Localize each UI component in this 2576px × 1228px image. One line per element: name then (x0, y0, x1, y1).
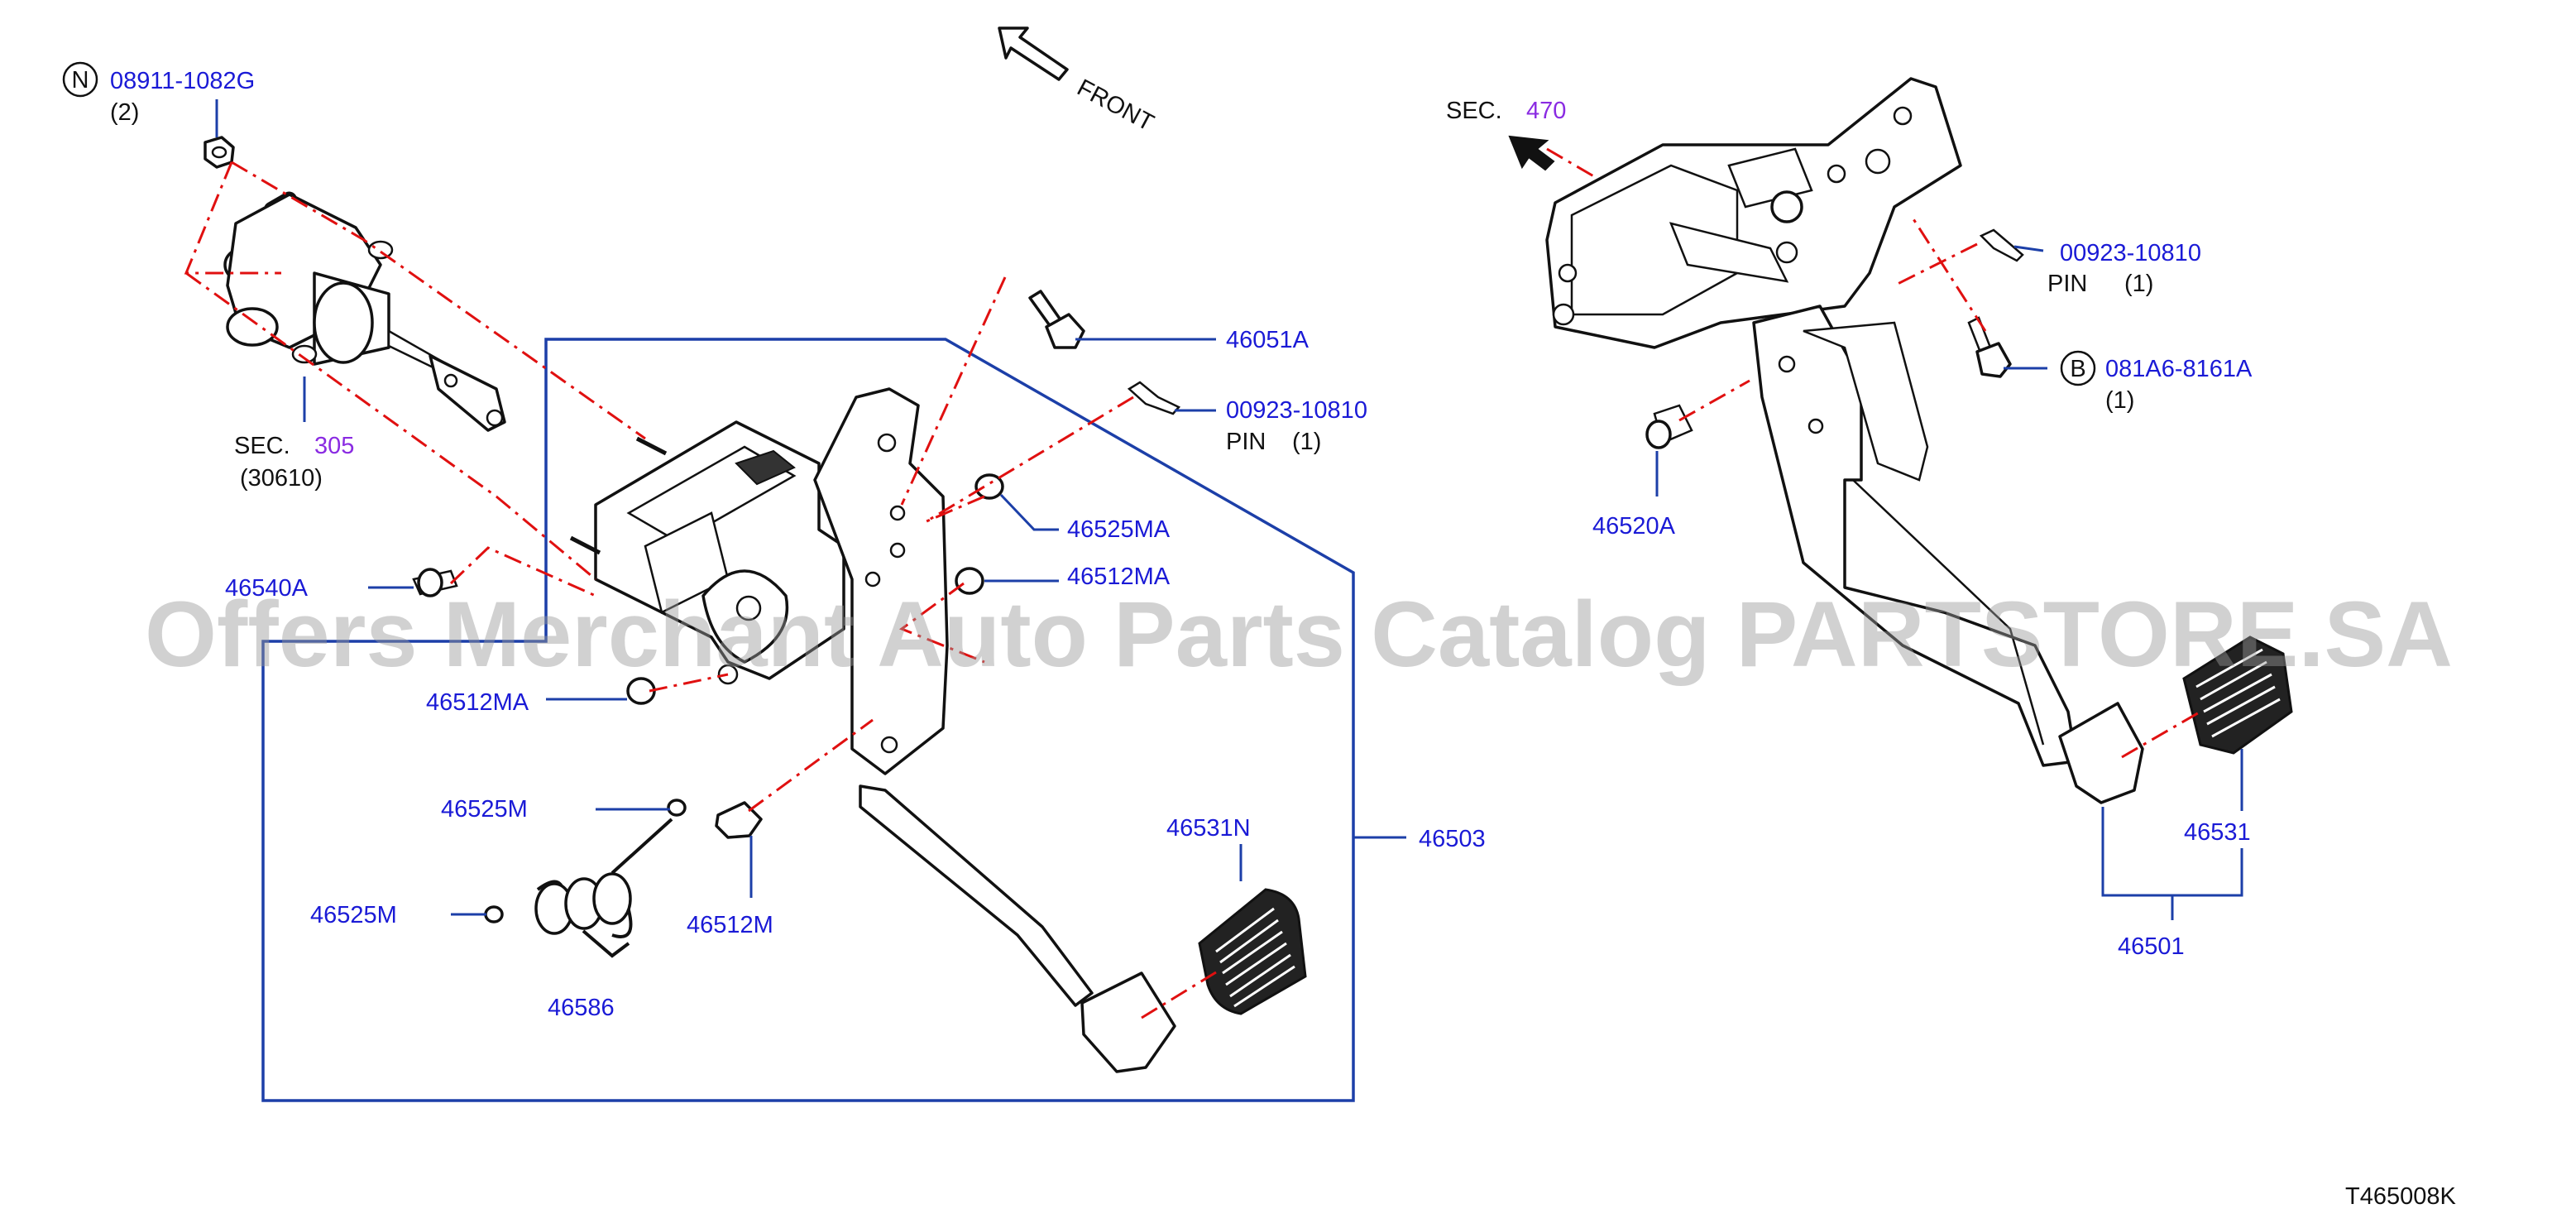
bolt-081A6 (1967, 316, 2012, 378)
clip-46525M-top (667, 799, 687, 817)
clutch-pad-right (2058, 702, 2144, 804)
b-symbol-text: B (2070, 356, 2085, 382)
pedal-pad-46531N (1198, 888, 1307, 1015)
label-46586: 46586 (548, 995, 615, 1021)
label-46525MA: 46525MA (1067, 516, 1171, 543)
label-46512MA-left: 46512MA (426, 689, 529, 716)
label-46503: 46503 (1419, 826, 1486, 852)
label-46512M: 46512M (687, 912, 773, 938)
watermark: Offers Merchant Auto Parts Catalog PARTS… (145, 583, 2453, 686)
n-symbol-icon: N (62, 61, 98, 98)
label-pin-left: PIN (1226, 429, 1266, 455)
label-46525M-bottom: 46525M (310, 902, 397, 928)
bushing-46525MA (974, 473, 1004, 500)
label-081A6: 081A6-8161A (2105, 356, 2253, 382)
label-00923-left: 00923-10810 (1226, 397, 1367, 424)
label-081A6-qty: (1) (2105, 387, 2134, 414)
label-pin-right: PIN (2047, 271, 2087, 297)
bolt-46540A (412, 568, 458, 597)
label-46501: 46501 (2118, 933, 2185, 960)
bolt-46051A (1028, 290, 1085, 349)
label-sec-470-prefix: SEC. (1446, 98, 1502, 124)
label-08911-qty: (2) (110, 99, 139, 126)
label-sec-305: 305 (314, 433, 354, 459)
label-46540A: 46540A (225, 575, 309, 602)
label-46525M-top: 46525M (441, 796, 528, 823)
label-pin-left-qty: (1) (1292, 429, 1321, 455)
sec-470-arrow-icon (1508, 135, 1555, 171)
pedal-pad-46531 (2182, 636, 2293, 755)
pin-clip-right (1979, 228, 2024, 262)
label-00923-right: 00923-10810 (2060, 240, 2201, 266)
centerlines (184, 147, 2201, 1019)
front-label: FRONT (1073, 74, 1158, 137)
drawing-code: T465008K (2345, 1183, 2456, 1210)
b-symbol-icon: B (2060, 350, 2096, 386)
label-pin-right-qty: (1) (2124, 271, 2153, 297)
pin-clip-left (1127, 381, 1181, 415)
label-08911: 08911-1082G (110, 68, 255, 94)
label-46051A: 46051A (1226, 327, 1310, 353)
spring-46586 (534, 818, 673, 958)
label-sec-305-sub: (30610) (240, 465, 323, 492)
label-sec-470: 470 (1526, 98, 1566, 124)
pedal-bracket-left (569, 420, 845, 685)
label-46512MA-top: 46512MA (1067, 564, 1171, 590)
label-46520A: 46520A (1592, 513, 1676, 540)
label-46531N: 46531N (1166, 815, 1251, 842)
nut-08911 (203, 136, 235, 169)
bolt-46520A (1645, 404, 1693, 449)
brake-pedal-arm (1752, 305, 2078, 767)
leader-lines (215, 99, 2243, 920)
brake-pedal-bracket (1545, 77, 1962, 349)
clip-46525M-bottom (484, 905, 504, 923)
n-symbol-text: N (72, 67, 89, 94)
clutch-pedal-arm (813, 387, 1176, 1073)
assembly-frame-46503 (261, 338, 1355, 1102)
front-arrow-icon (998, 26, 1069, 81)
label-sec-305-prefix: SEC. (234, 433, 290, 459)
master-cylinder (223, 191, 506, 432)
bushing-46512MA-top (955, 567, 984, 595)
label-46531: 46531 (2184, 819, 2251, 846)
